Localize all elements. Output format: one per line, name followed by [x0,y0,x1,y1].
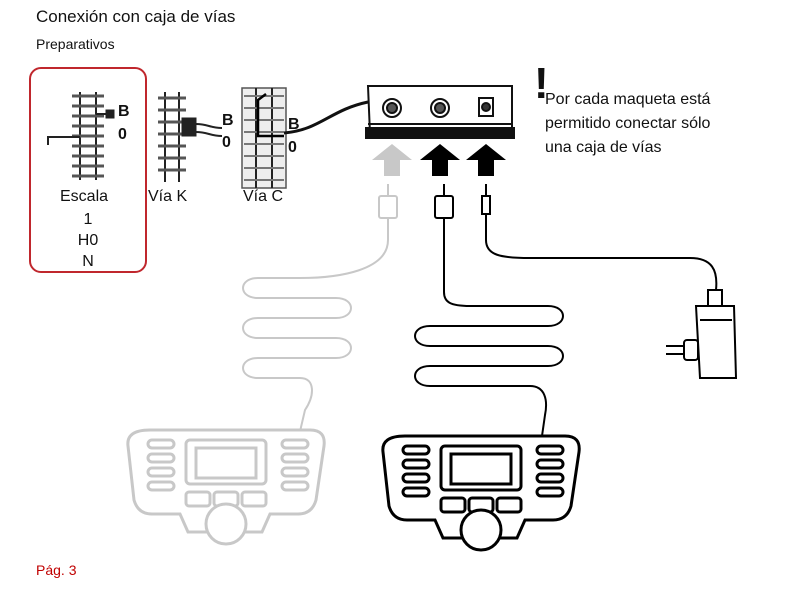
page-subtitle: Preparativos [36,36,115,52]
page-number: Pág. 3 [36,562,77,578]
note-line: una caja de vías [545,139,662,156]
scale-list: 1 H0 N [29,209,147,272]
track-box [365,85,515,139]
track-cable [283,100,369,135]
plug-inactive [378,184,398,219]
terminal-0-scale: 0 [118,126,127,143]
terminal-b-scale: B [118,103,130,120]
track-c-label: Vía C [243,188,284,205]
track-c-illustration [241,87,287,189]
note-text: Por cada maqueta está permitido conectar… [545,88,710,160]
track-scale-illustration [47,92,115,180]
track-k-illustration [158,92,223,182]
scale-item: N [82,253,94,270]
cable-inactive [242,218,389,441]
terminal-b-c: B [288,116,300,133]
arrow-controller [420,144,460,176]
track-k-label: Vía K [148,188,188,205]
plug-controller [434,184,454,219]
controller-active [381,434,581,552]
scale-heading: Escala [60,188,109,205]
terminal-0-c: 0 [288,139,297,156]
terminal-0-k: 0 [222,134,231,151]
power-adapter [666,289,738,379]
plug-power [481,184,491,215]
scale-item: 1 [83,211,93,228]
note-line: permitido conectar sólo [545,115,711,132]
arrow-inactive [372,144,412,176]
page-title: Conexión con caja de vías [36,7,236,26]
note-line: Por cada maqueta está [545,91,711,108]
scale-item: H0 [77,232,99,249]
cable-power [485,214,718,291]
cable-controller [414,218,564,437]
warning-icon: ! [534,59,549,108]
arrow-power [466,144,506,176]
controller-inactive [126,428,326,546]
scale-frame [29,67,147,273]
terminal-b-k: B [222,112,234,129]
